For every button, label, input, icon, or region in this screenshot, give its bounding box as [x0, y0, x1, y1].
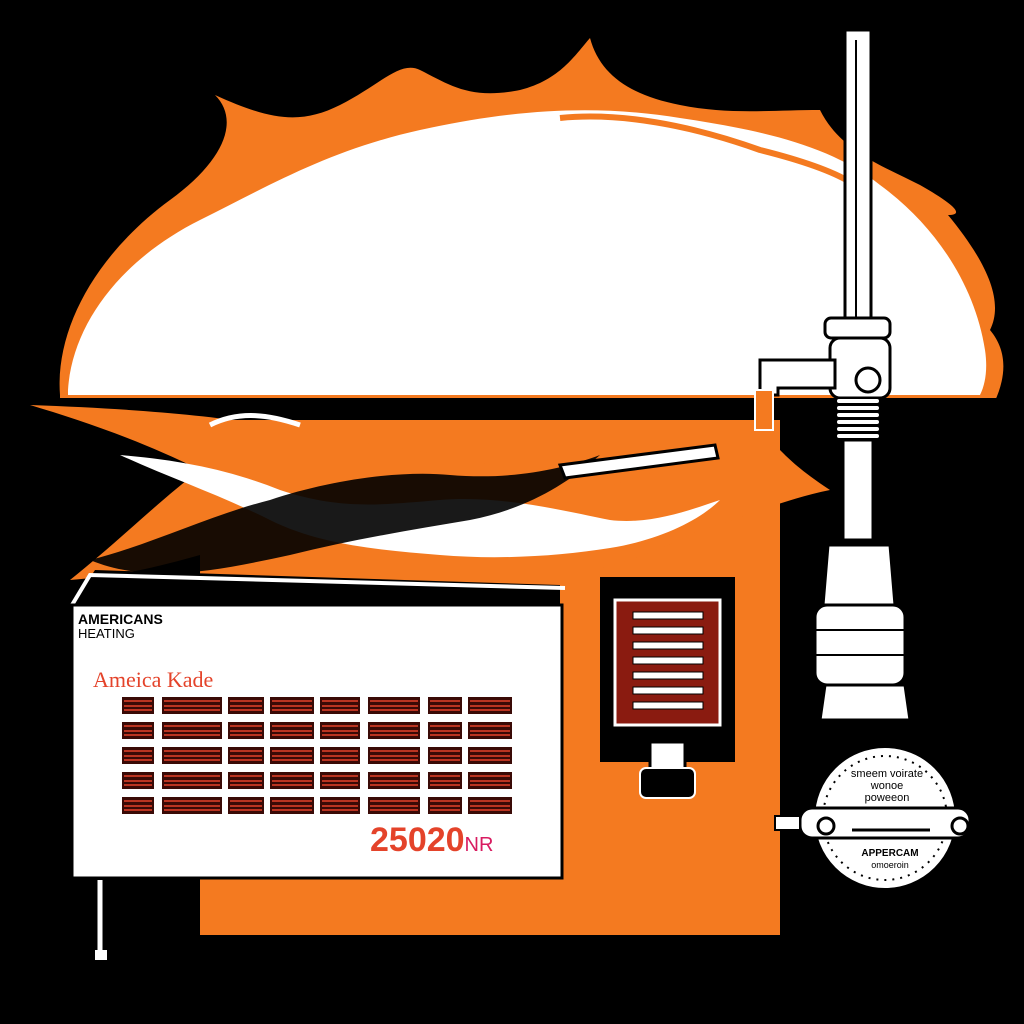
gauge-bolt-left — [816, 816, 836, 836]
valve-wheel — [854, 366, 882, 394]
side-vent-slat — [632, 671, 704, 680]
pipe-ring — [835, 411, 881, 419]
pipe-coupling — [823, 316, 892, 340]
gauge-inlet — [774, 815, 801, 831]
panel-title: Ameica Kade — [93, 667, 214, 692]
gauge-label-1: smeem voirate — [850, 768, 924, 780]
pipe-ring — [835, 418, 881, 426]
flame-dome — [59, 38, 1004, 420]
pipe-lower-shaft — [841, 438, 875, 542]
gauge-label-4: APPERCAM — [861, 848, 919, 859]
side-vent — [600, 577, 735, 799]
pipe-ring — [835, 397, 881, 405]
side-vent-slat — [632, 611, 704, 620]
side-branch-drop — [754, 389, 774, 431]
pipe-bell — [821, 543, 897, 607]
side-vent-slat — [632, 686, 704, 695]
pipe-icon — [754, 28, 912, 722]
pipe-ring — [835, 425, 881, 433]
panel-face — [70, 603, 564, 880]
pipe-shaft — [843, 28, 873, 332]
flame-shadow-wisp — [90, 455, 600, 574]
vent-grille-icon — [122, 697, 512, 814]
flame-dome-white — [68, 110, 987, 395]
lower-flames — [30, 405, 830, 586]
nozzle-tube — [557, 443, 720, 480]
gauge-label-5: omoeroin — [871, 860, 909, 870]
panel-foot — [95, 950, 107, 960]
side-vent-slat — [632, 641, 704, 650]
pipe-ring — [835, 404, 881, 412]
gauge-bolt-right — [950, 816, 970, 836]
torch-nozzle — [557, 443, 720, 480]
brand-line-1: AMERICANS — [78, 611, 163, 627]
pipe-rings — [835, 397, 881, 440]
side-vent-base — [639, 767, 696, 799]
model-number-digits: 25020 — [370, 821, 465, 859]
regulator-neck — [818, 683, 912, 722]
pipe-ring — [835, 432, 881, 440]
gauge-label-2: wonoe — [870, 780, 904, 792]
control-panel — [70, 570, 566, 960]
flame-curl — [208, 413, 301, 428]
pressure-gauge-icon — [774, 744, 972, 892]
model-number-suffix: NR — [464, 834, 494, 856]
pipe-regulator — [813, 603, 907, 687]
panel-top-edge — [70, 572, 566, 607]
side-vent-slat — [632, 656, 704, 665]
side-vent-slat — [632, 701, 704, 710]
flame-dome-stripe — [559, 113, 852, 185]
brand-line-2: HEATING — [78, 626, 135, 641]
side-vent-slats — [632, 611, 704, 710]
side-vent-slat — [632, 626, 704, 635]
model-number: 25020NR — [370, 822, 493, 865]
gauge-label-3: poweeon — [864, 792, 910, 804]
